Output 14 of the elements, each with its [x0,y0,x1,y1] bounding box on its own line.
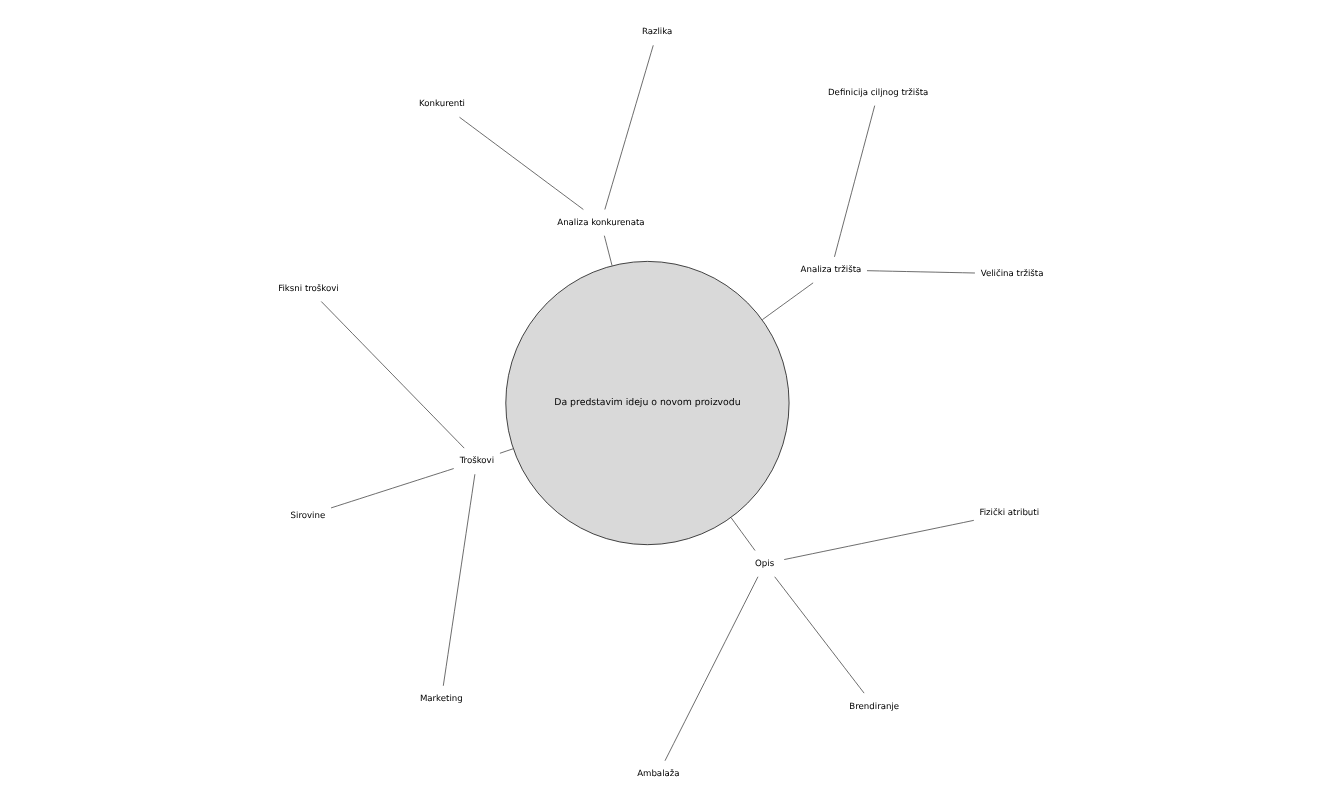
connector [319,301,464,449]
connector [458,116,583,210]
connector [773,576,864,694]
connector [441,473,475,687]
connector [663,576,758,762]
connector [329,468,454,509]
connector [498,448,513,454]
connector [782,520,974,560]
connector [603,235,612,266]
connector [761,282,813,321]
connector [729,517,755,551]
connector [865,270,975,274]
connector [603,44,653,210]
connector [833,105,875,258]
